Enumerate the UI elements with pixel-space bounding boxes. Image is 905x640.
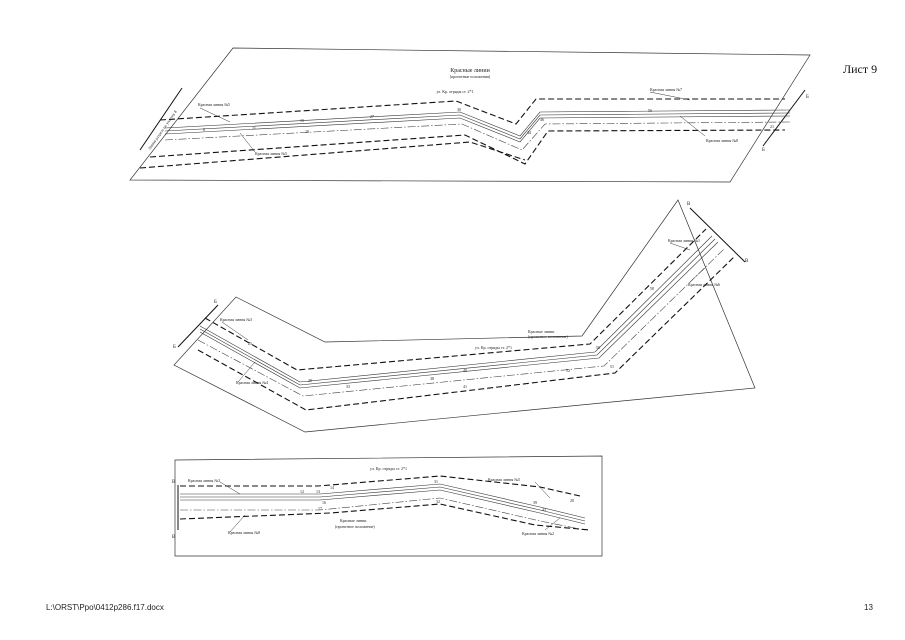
road-axis-group-2 (197, 235, 725, 397)
panel-3-section-marker-bottom: В (172, 535, 176, 540)
panel-1-section-line-label: Линия разреза по участку 8 (147, 109, 178, 150)
panel-2-center-label2: (проектное положение) (528, 334, 568, 339)
svg-text:11: 11 (252, 125, 256, 130)
panel-2-center-label: Красные линии (528, 329, 555, 334)
panel-3-label-top-left: Красная линия №3 (188, 478, 220, 483)
svg-text:18: 18 (305, 129, 309, 134)
red-line-bottom (149, 129, 786, 165)
svg-text:46: 46 (540, 117, 544, 122)
road-axis-group (164, 109, 791, 151)
panel-2-station-marks: 25 29 33 38 40 41 50 51 52 58 (248, 286, 654, 389)
panel-3-label-top-right: Красная линия №5 (488, 477, 520, 482)
panel-3-center-label: Красные линии (340, 518, 367, 523)
panel-2-red-line-bottom (197, 255, 736, 411)
panel-3-frame (174, 455, 603, 557)
footer-page-number: 13 (864, 603, 873, 612)
svg-text:52: 52 (566, 368, 570, 373)
svg-text:58: 58 (650, 286, 654, 291)
svg-text:17: 17 (318, 506, 322, 511)
panel-2-label-top-right: Красная линия №1 (668, 238, 700, 243)
panel-3-street-label: ул. Кр. отряды ст. 2*1 (370, 466, 407, 471)
svg-text:31: 31 (434, 479, 438, 484)
panel-1-label-bottom-right: Красная линия №8 (706, 138, 738, 143)
svg-text:39: 39 (533, 500, 537, 505)
svg-text:44: 44 (527, 130, 531, 135)
panel-3-section-marker-top: В (172, 480, 176, 485)
panel-1-section-marker-top: Б (806, 95, 809, 100)
panel-1-frame (129, 47, 811, 183)
svg-text:13: 13 (316, 489, 320, 494)
panel-1-zone-title: Красные линии (450, 68, 490, 74)
svg-text:16: 16 (322, 500, 326, 505)
svg-text:56: 56 (648, 108, 652, 113)
svg-text:27: 27 (370, 114, 374, 119)
svg-text:41: 41 (463, 384, 467, 389)
panel-2-section-left-end: Б (173, 345, 176, 350)
svg-text:6: 6 (203, 127, 205, 132)
section-line-b-left (177, 304, 219, 348)
panel-2: 25 29 33 38 40 41 50 51 52 58 Красная линия №… (173, 199, 756, 433)
svg-text:25: 25 (248, 341, 252, 346)
svg-text:14: 14 (330, 485, 334, 490)
section-line-b-right (762, 89, 806, 147)
panel-3-red-line-top (180, 475, 581, 497)
panel-1-label-top-left: Красная линия №5 (198, 102, 230, 107)
svg-text:40: 40 (463, 368, 467, 373)
svg-text:33: 33 (346, 384, 350, 389)
panel-1-label-top-right: Красная линия №7 (650, 87, 682, 92)
section-line-left (139, 87, 183, 151)
panel-1-zone-subtitle: (проектные положения) (450, 74, 491, 79)
panel-1-section-marker-bottom: Б (762, 148, 765, 153)
panel-2-section-left: Б (214, 300, 217, 305)
footer-file-path: L:\ORST\Ppo\0412p286.f17.docx (46, 603, 164, 612)
panel-3-center-label2: (проектное положение) (335, 524, 375, 529)
panel-3-station-marks: 12 13 14 16 17 31 32 39 43 20 (300, 479, 574, 512)
panel-1: 15 18 27 30 44 46 56 21 6 11 Красные линии (п… (129, 47, 811, 183)
panel-3-label-bottom-left: Красная линия №8 (228, 530, 260, 535)
svg-text:43: 43 (542, 507, 546, 512)
panel-2-label-bottom-left: Красная линия №4 (236, 380, 268, 385)
panel-2-street-label: ул. Кр. отряды ст. 2*1 (475, 345, 512, 350)
panel-2-label-right: Красная линия №6 (688, 282, 720, 287)
station-marks: 15 18 27 30 44 46 56 21 6 11 (203, 107, 774, 135)
svg-text:51: 51 (610, 364, 614, 369)
panel-2-frame (173, 199, 756, 433)
panel-3-label-bottom-right: Красная линия №2 (522, 531, 554, 536)
panel-3: 12 13 14 16 17 31 32 39 43 20 ул. Кр. отряды … (172, 455, 603, 557)
panel-2-section-top: В (687, 202, 691, 207)
svg-text:29: 29 (308, 378, 312, 383)
svg-text:32: 32 (436, 499, 440, 504)
svg-text:30: 30 (457, 107, 461, 112)
svg-text:15: 15 (300, 118, 304, 123)
svg-text:38: 38 (430, 376, 434, 381)
panel-1-label-bottom-left: Красная линия №5 (255, 151, 287, 156)
red-line-top (159, 98, 785, 125)
panel-3-red-line-bottom (179, 503, 591, 531)
road-axis-group-3 (180, 483, 586, 531)
svg-text:50: 50 (596, 345, 600, 350)
svg-text:20: 20 (570, 498, 574, 503)
zone-line-bottom (139, 141, 526, 169)
panel-2-label-top-left: Красная линия №3 (220, 317, 252, 322)
panel-2-section-top-end: В (745, 259, 749, 264)
svg-text:12: 12 (300, 489, 304, 494)
panel-2-red-line-top (204, 228, 707, 371)
panel-1-street-label: ул. Кр. отряды ст. 2*1 (436, 89, 473, 94)
svg-text:21: 21 (770, 124, 774, 129)
section-line-v (689, 207, 746, 263)
sheet-label: Лист 9 (843, 62, 878, 76)
